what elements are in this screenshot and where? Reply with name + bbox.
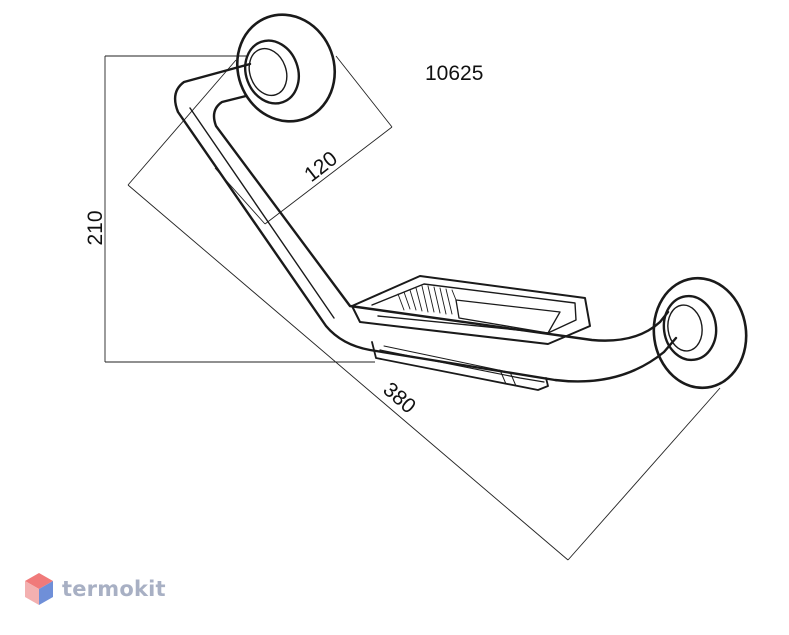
dim-120-label: 120	[300, 147, 342, 187]
model-number: 10625	[425, 62, 484, 85]
dim-380-ext-left	[127, 59, 237, 186]
dim-380-ext-right	[567, 387, 721, 561]
dim-120-line	[264, 126, 393, 225]
dim-210-label: 210	[84, 210, 107, 245]
wire-basket	[351, 275, 591, 391]
cube-logo-icon	[25, 573, 53, 605]
dim-380-line	[127, 184, 569, 561]
grab-bar	[173, 62, 678, 383]
dimension-lines	[104, 55, 721, 561]
dim-380-label: 380	[378, 378, 420, 418]
bottom-wall-flange	[652, 276, 748, 390]
brand-watermark: termokit	[24, 572, 166, 606]
brand-name: termokit	[62, 577, 166, 601]
dim-120-ext-top	[335, 55, 393, 128]
top-wall-flange	[235, 13, 337, 123]
